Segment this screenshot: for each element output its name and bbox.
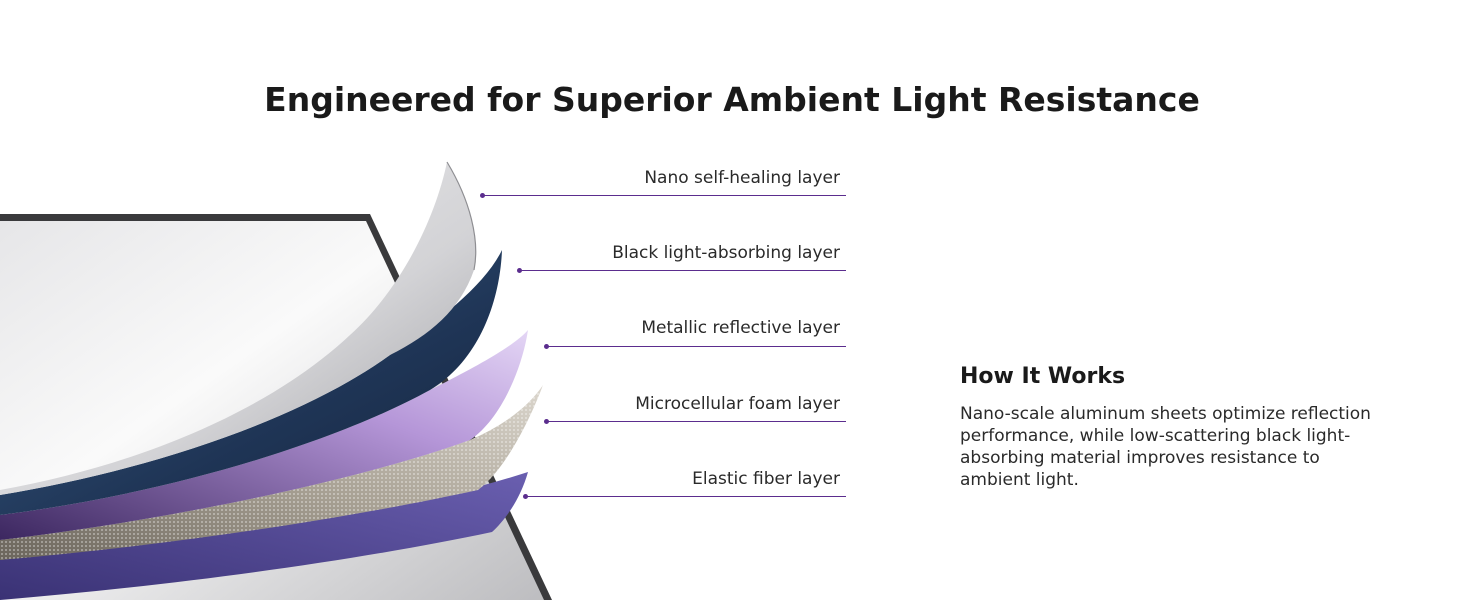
layer-label-metallic-reflective: Metallic reflective layer <box>641 318 840 338</box>
callout-dot <box>523 494 528 499</box>
callout-dot <box>544 344 549 349</box>
metallic-reflective-sheet <box>0 330 528 540</box>
callout-line <box>483 195 846 196</box>
layer-label-black-light-absorbing: Black light-absorbing layer <box>612 243 840 263</box>
callout-line <box>547 421 846 422</box>
callout-dot <box>544 419 549 424</box>
layer-label-microcellular-foam: Microcellular foam layer <box>635 394 840 414</box>
callout-line <box>547 346 846 347</box>
callout-dot <box>517 268 522 273</box>
self-healing-sheet <box>0 162 476 495</box>
callout-line <box>526 496 846 497</box>
how-it-works-body: Nano-scale aluminum sheets optimize refl… <box>960 404 1371 490</box>
screen-layers-illustration <box>0 161 552 600</box>
callout-line <box>520 270 846 271</box>
black-absorbing-sheet <box>0 250 502 515</box>
layer-label-elastic-fiber: Elastic fiber layer <box>692 469 840 489</box>
how-it-works-title: How It Works <box>960 364 1126 389</box>
page-title: Engineered for Superior Ambient Light Re… <box>264 80 1200 119</box>
elastic-fiber-sheet <box>0 472 528 600</box>
layer-label-nano-self-healing: Nano self-healing layer <box>644 168 840 188</box>
callout-dot <box>480 193 485 198</box>
